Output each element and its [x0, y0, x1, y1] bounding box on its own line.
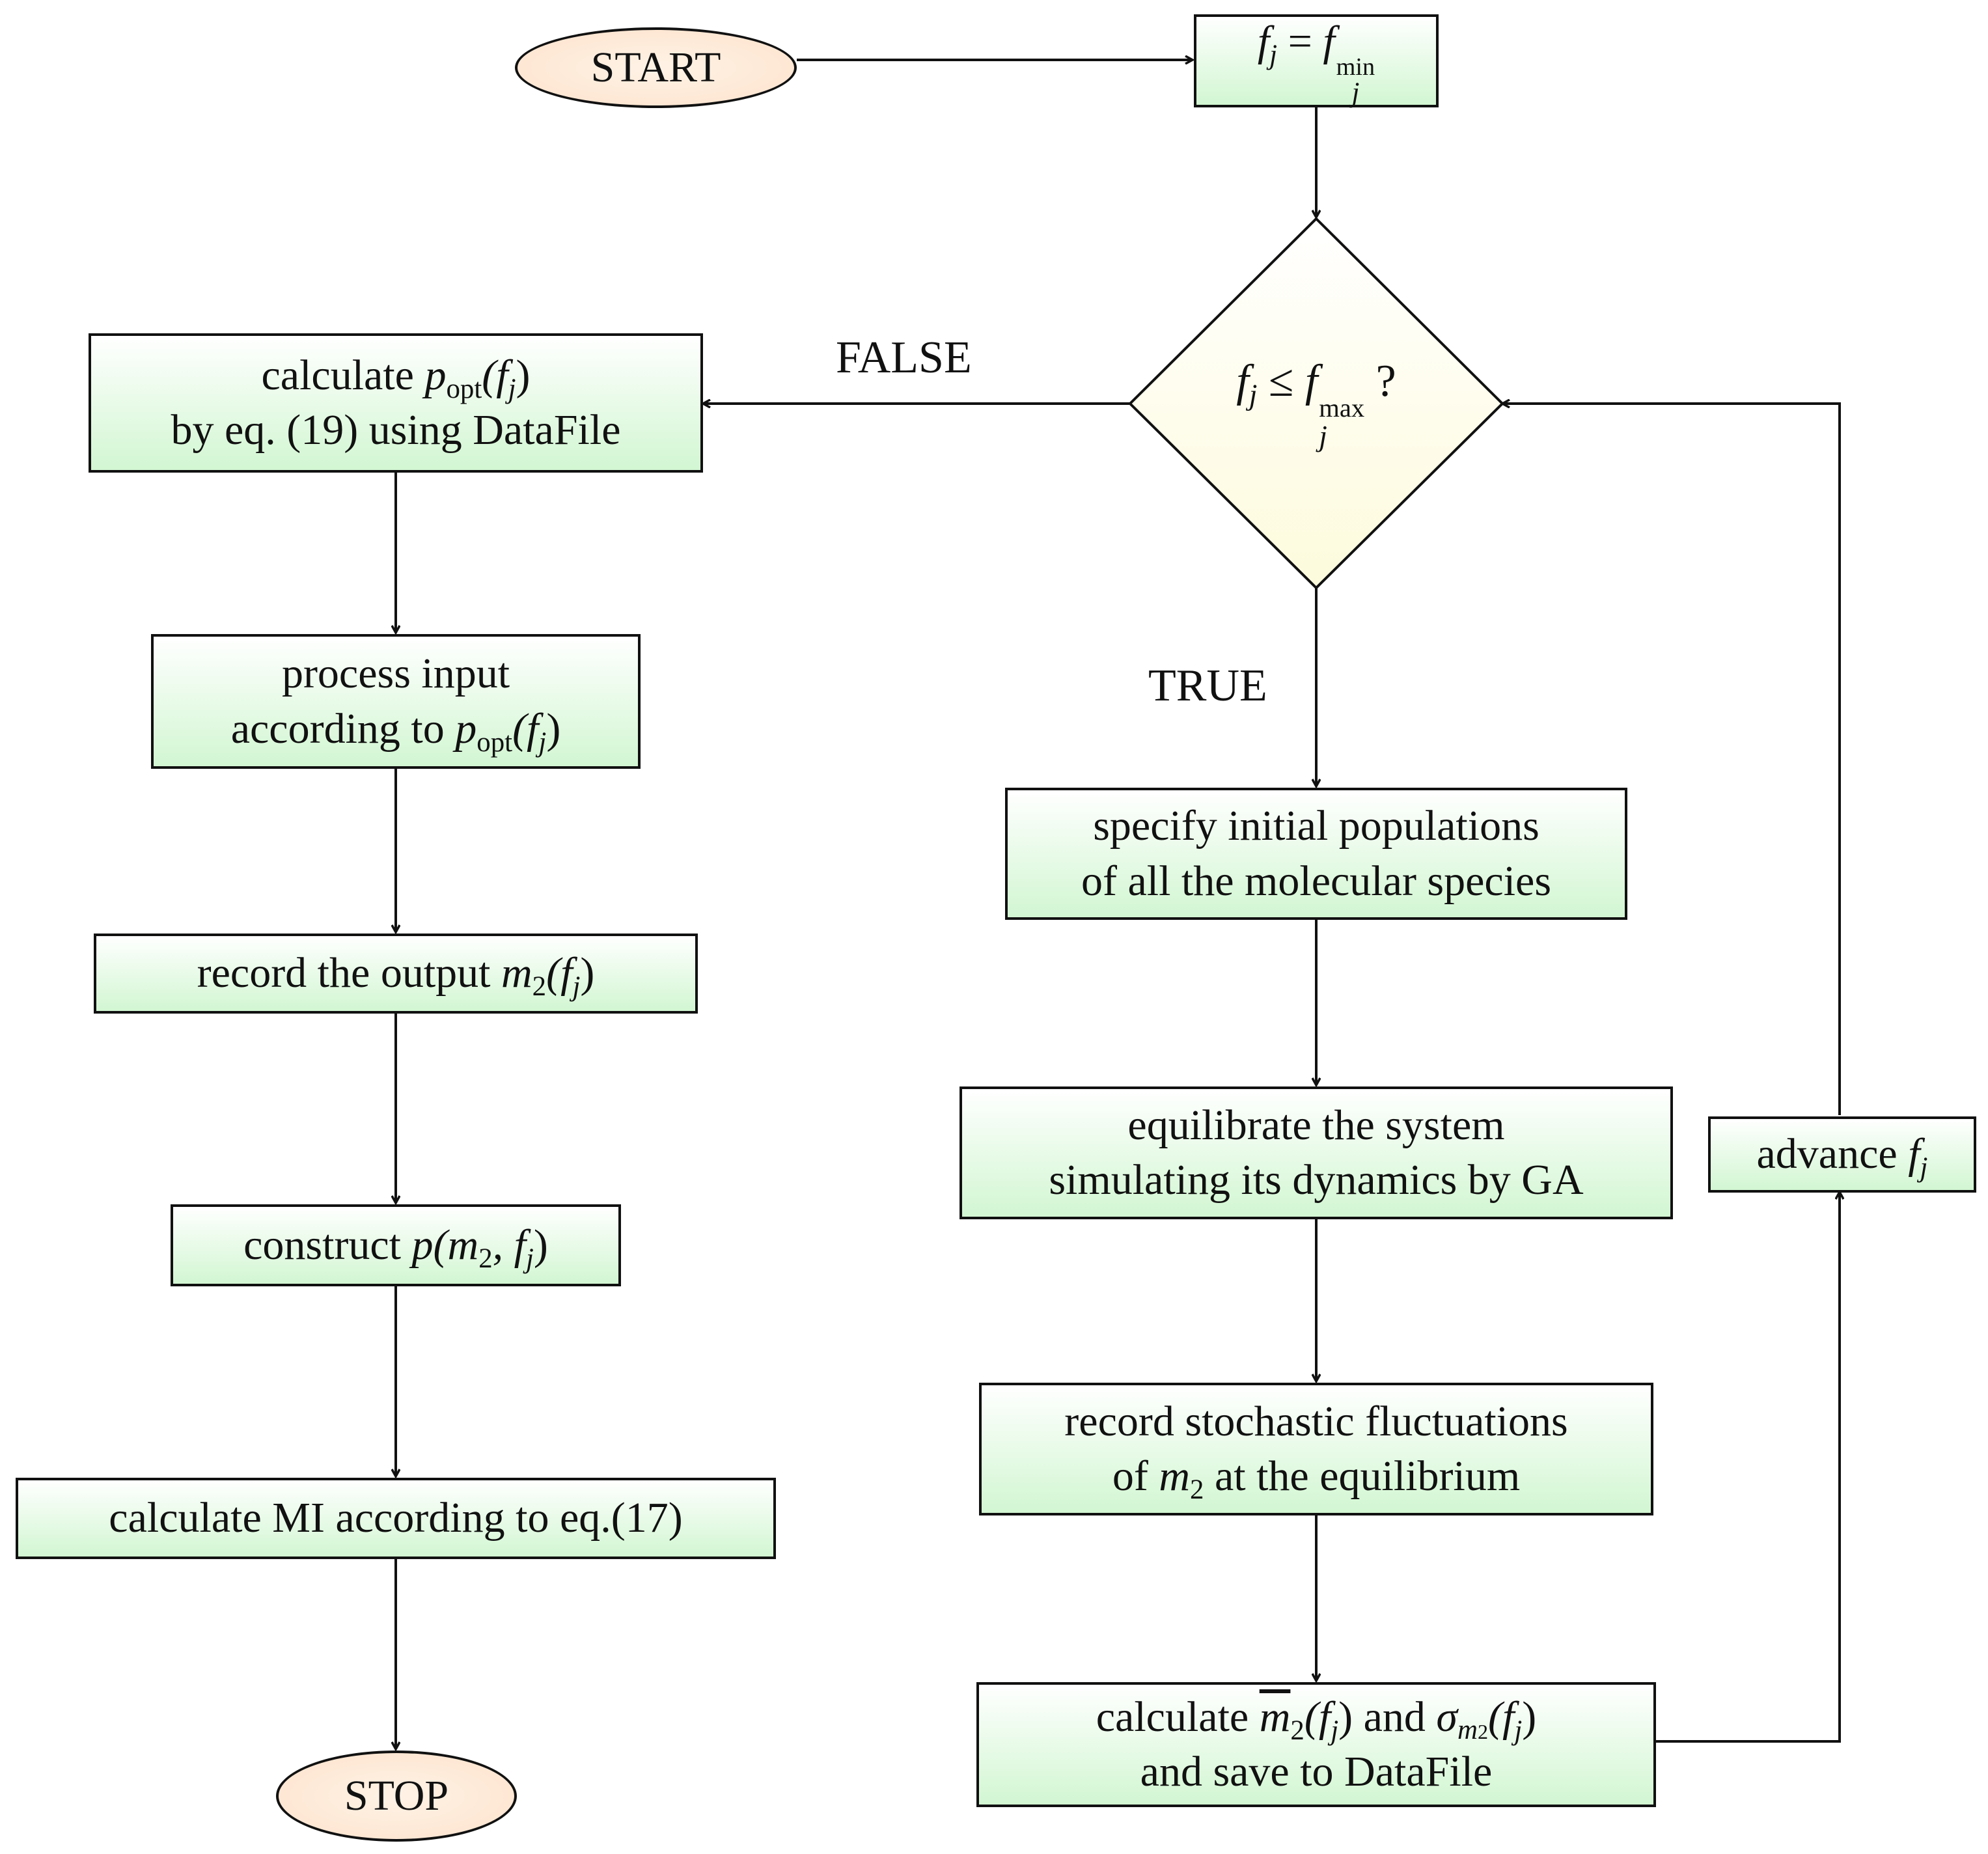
construct-node: construct p(m2, fj): [171, 1204, 621, 1286]
advance-node: advance fj: [1708, 1116, 1976, 1193]
stop-label: STOP: [344, 1772, 449, 1819]
calc-mean-node: calculate m2(fj) and σm2(fj) and save to…: [976, 1682, 1656, 1807]
record-fluct-node: record stochastic fluctuations of m2 at …: [979, 1383, 1653, 1515]
calc-popt-node: calculate popt(fj) by eq. (19) using Dat…: [89, 333, 703, 473]
edge-advance-decision: [1502, 404, 1841, 1115]
true-label: TRUE: [1148, 661, 1267, 711]
record-output-node: record the output m2(fj): [94, 934, 698, 1014]
equilibrate-node: equilibrate the system simulating its dy…: [959, 1086, 1673, 1219]
decision-diamond: [1128, 217, 1504, 590]
edge-calcmean-advance: [1656, 1192, 1840, 1743]
false-label: FALSE: [836, 333, 972, 383]
start-label: START: [590, 44, 721, 91]
start-terminal: START: [515, 27, 797, 108]
process-input-node: process input according to popt(fj): [151, 634, 641, 769]
stop-terminal: STOP: [276, 1750, 517, 1842]
calc-mi-node: calculate MI according to eq.(17): [16, 1478, 776, 1559]
specify-node: specify initial populations of all the m…: [1005, 788, 1627, 920]
